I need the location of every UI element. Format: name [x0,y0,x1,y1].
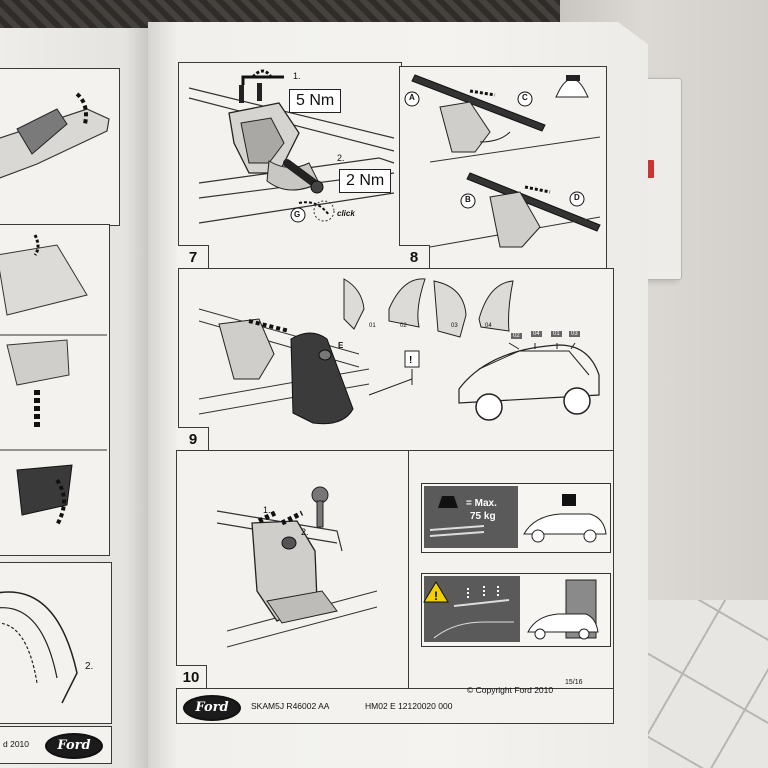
step-8-number: 8 [399,245,430,270]
step-10-index-2: 2. [301,527,309,537]
step-9-panel: ! E 01 02 03 04 02 04 01 03 9 [178,268,614,452]
cover-code-3: 03 [451,323,458,329]
cover-code-2: 02 [400,323,407,329]
svg-text:!: ! [434,589,438,603]
step-8-panel: A C B D 8 [399,66,607,270]
left-illustration-top [0,92,110,179]
step-7-panel: 1. 5 Nm 2. 2 Nm G click 7 [178,62,402,270]
part-label-b: B [465,195,471,204]
footer-ford-logo: Ford [183,695,241,721]
step-7-torque-2nm: 2 Nm [339,169,392,193]
max-load-line2: 75 kg [470,511,496,522]
warning-graphic: ! [423,576,520,642]
footer-page: 15/16 [565,679,583,686]
car-tag-4: 03 [569,331,580,337]
part-label-g: G [294,210,301,219]
left-ford-logo: Ford [45,733,103,759]
left-illustration-bottom [0,591,78,704]
left-panel-top [0,68,120,226]
max-load-box: = Max. 75 kg [421,483,611,553]
cover-code-4: 04 [485,323,492,329]
socket-switch [644,160,654,178]
car-tag-2: 04 [531,331,542,337]
step-10-index-1: 1. [263,505,271,515]
left-page: 2. d 2010 Ford [0,28,148,768]
left-illustration-middle [0,234,107,526]
weight-icon [429,496,485,537]
click-label: click [337,209,355,218]
warning-triangle-icon: ! [423,581,514,639]
car-tag-1: 02 [511,333,522,339]
left-index-2: 2. [85,661,94,672]
step-8-illustration [404,74,601,248]
part-label-d: D [574,193,580,202]
load-info-panel: = Max. 75 kg ! [408,450,614,690]
svg-text:!: ! [409,355,412,366]
footer-bar: Ford SKAM5J R46002 AA HM02 E 12120020 00… [176,679,614,724]
step-7-illustration [188,69,395,224]
car-tag-3: 01 [551,331,562,337]
step-7-index-1: 1. [293,71,301,81]
load-weight-graphic: = Max. 75 kg [424,486,518,548]
footer-code: HM02 E 12120020 000 [365,701,453,711]
part-label-c: C [522,93,528,102]
footer-part-number: SKAM5J R46002 AA [251,701,330,711]
step-7-torque-5nm: 5 Nm [289,89,342,113]
left-copyright-fragment: d 2010 [3,739,29,749]
left-panel-bottom: 2. [0,562,112,724]
left-panel-middle [0,224,110,556]
max-load-line1: = Max. [466,498,497,509]
cover-code-1: 01 [369,323,376,329]
part-label-a: A [409,93,415,102]
car-with-roof-box-icon [523,494,607,543]
left-footer: d 2010 Ford [0,726,112,764]
step-9-number: 9 [178,427,209,452]
footer-copyright: © Copyright Ford 2010 [467,685,554,695]
step-10-panel: 1. 2. 10 [176,450,410,690]
step-9-illustration: ! [198,278,600,425]
step-10-illustration [216,486,378,648]
car-in-garage-icon [527,579,599,640]
warning-box: ! [421,573,611,647]
step-7-index-2: 2. [337,153,345,163]
step-7-number: 7 [178,245,209,270]
part-label-e: E [338,341,344,350]
step-10-number: 10 [176,665,207,690]
